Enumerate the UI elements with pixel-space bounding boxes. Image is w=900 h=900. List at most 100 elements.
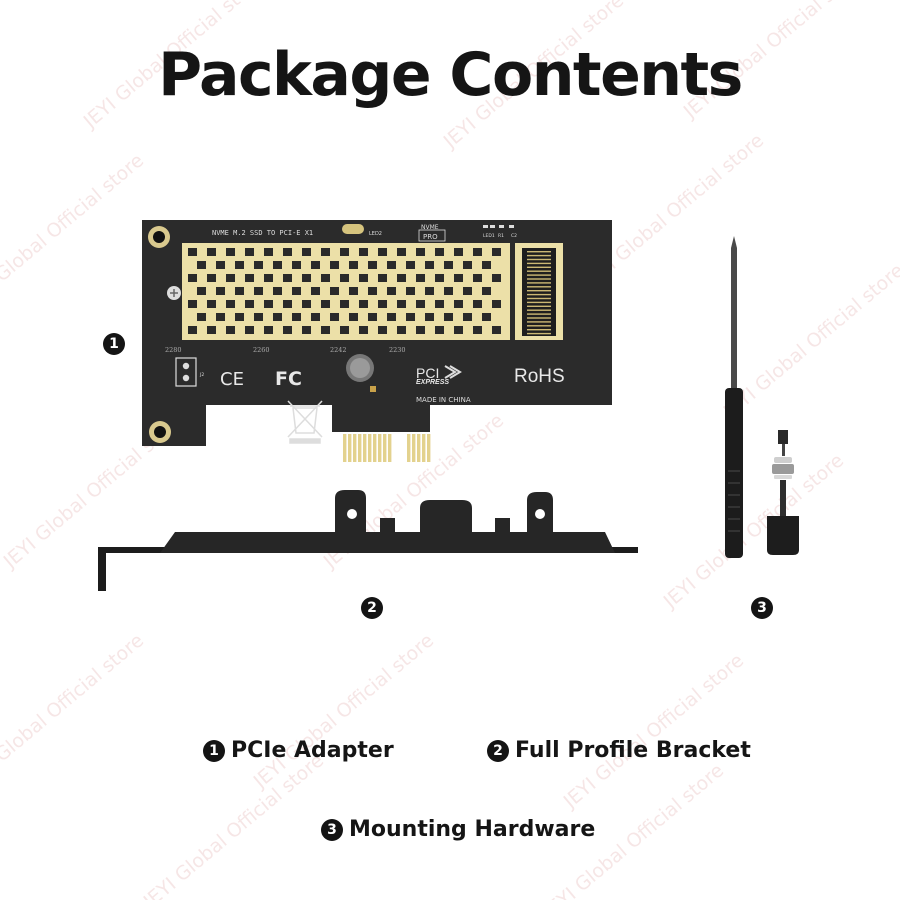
pad-cell bbox=[454, 274, 463, 282]
pad-cell bbox=[406, 261, 415, 269]
smd-part bbox=[499, 225, 504, 228]
washer bbox=[774, 475, 792, 479]
grip-groove bbox=[728, 482, 740, 484]
pad-cell bbox=[463, 313, 472, 321]
pad-cell bbox=[264, 248, 273, 256]
silk-2280: 2280 bbox=[165, 346, 182, 354]
pad-cell bbox=[197, 261, 206, 269]
slot-pin bbox=[527, 278, 551, 280]
caption-pcie-adapter: 1 PCIe Adapter bbox=[203, 738, 394, 763]
silk-led: LED2 bbox=[369, 231, 382, 237]
slot-pin bbox=[527, 313, 551, 315]
pad-cell bbox=[397, 274, 406, 282]
gold-finger bbox=[422, 434, 426, 462]
pad-cell bbox=[425, 261, 434, 269]
screwdriver-handle bbox=[725, 388, 743, 558]
slot-pin bbox=[527, 270, 551, 272]
pad-cell bbox=[482, 313, 491, 321]
pcie-adapter-board: NVME M.2 SSD TO PCI-E X1 LED2 NVME PRO L… bbox=[142, 220, 612, 462]
silk-nvme: NVME bbox=[421, 224, 439, 231]
pad-cell bbox=[492, 274, 501, 282]
weee-bin-icon bbox=[287, 400, 323, 444]
pad-cell bbox=[444, 313, 453, 321]
mounting-hole-center bbox=[153, 231, 165, 243]
pad-cell bbox=[188, 274, 197, 282]
slot-pin bbox=[527, 293, 551, 296]
pad-cell bbox=[264, 326, 273, 334]
m2-pad-area bbox=[182, 243, 510, 340]
bracket-rail bbox=[98, 547, 638, 591]
pad-cell bbox=[340, 326, 349, 334]
gold-finger bbox=[388, 434, 392, 462]
pad-cell bbox=[254, 313, 263, 321]
page-title: Package Contents bbox=[158, 40, 743, 110]
slot-pin bbox=[527, 325, 551, 327]
screwdriver-shaft bbox=[731, 236, 737, 392]
silk-made-in: MADE IN CHINA bbox=[416, 396, 471, 404]
pad-cell bbox=[378, 248, 387, 256]
pad-cell bbox=[302, 248, 311, 256]
pad-cell bbox=[359, 326, 368, 334]
mounting-hardware bbox=[725, 236, 799, 558]
screw-neck bbox=[782, 444, 785, 456]
full-profile-bracket bbox=[98, 490, 638, 591]
pad-cell bbox=[444, 261, 453, 269]
pad-cell bbox=[387, 261, 396, 269]
pad-cell bbox=[340, 274, 349, 282]
pad-cell bbox=[207, 326, 216, 334]
grip-groove bbox=[728, 530, 740, 532]
pad-cell bbox=[321, 248, 330, 256]
pad-cell bbox=[435, 300, 444, 308]
silk-2260: 2260 bbox=[253, 346, 270, 354]
pad-cell bbox=[444, 287, 453, 295]
slot-pin bbox=[527, 305, 551, 307]
pad-cell bbox=[378, 274, 387, 282]
pad-cell bbox=[311, 313, 320, 321]
pad-cell bbox=[207, 300, 216, 308]
gold-finger bbox=[383, 434, 387, 462]
pad-cell bbox=[368, 261, 377, 269]
pad-cell bbox=[416, 274, 425, 282]
pad-cell bbox=[482, 261, 491, 269]
pad-cell bbox=[463, 287, 472, 295]
caption-label: PCIe Adapter bbox=[231, 738, 394, 763]
pad-cell bbox=[387, 313, 396, 321]
slot-pin bbox=[527, 297, 551, 300]
pad-cell bbox=[216, 261, 225, 269]
pad-cell bbox=[397, 248, 406, 256]
pad-cell bbox=[283, 326, 292, 334]
pad-cell bbox=[340, 248, 349, 256]
pad-cell bbox=[435, 274, 444, 282]
pad-cell bbox=[188, 248, 197, 256]
fcc-mark: FC bbox=[275, 368, 302, 390]
mounting-hole-center bbox=[154, 426, 166, 438]
pad-cell bbox=[264, 300, 273, 308]
pad-cell bbox=[416, 248, 425, 256]
pad-cell bbox=[235, 287, 244, 295]
smd-part bbox=[509, 225, 514, 228]
silk-pro: PRO bbox=[423, 233, 438, 241]
m2-slot bbox=[522, 248, 556, 336]
caption-number: 3 bbox=[321, 818, 343, 841]
gold-finger bbox=[363, 434, 367, 462]
slot-pin bbox=[527, 266, 551, 268]
pad-cell bbox=[454, 248, 463, 256]
pad-cell bbox=[473, 326, 482, 334]
pad-cell bbox=[254, 287, 263, 295]
gold-finger bbox=[412, 434, 416, 462]
slot-pin bbox=[527, 317, 551, 319]
pad-cell bbox=[378, 326, 387, 334]
pad-cell bbox=[406, 287, 415, 295]
caption-number: 2 bbox=[487, 739, 509, 762]
pad-cell bbox=[207, 274, 216, 282]
slot-pin bbox=[527, 258, 551, 261]
pad-cell bbox=[368, 313, 377, 321]
pad-cell bbox=[264, 274, 273, 282]
gold-finger bbox=[368, 434, 372, 462]
pad-cell bbox=[416, 326, 425, 334]
standoff-screw-slot bbox=[170, 289, 178, 297]
pad-cell bbox=[226, 326, 235, 334]
j2-header bbox=[175, 357, 197, 387]
pad-cell bbox=[387, 287, 396, 295]
